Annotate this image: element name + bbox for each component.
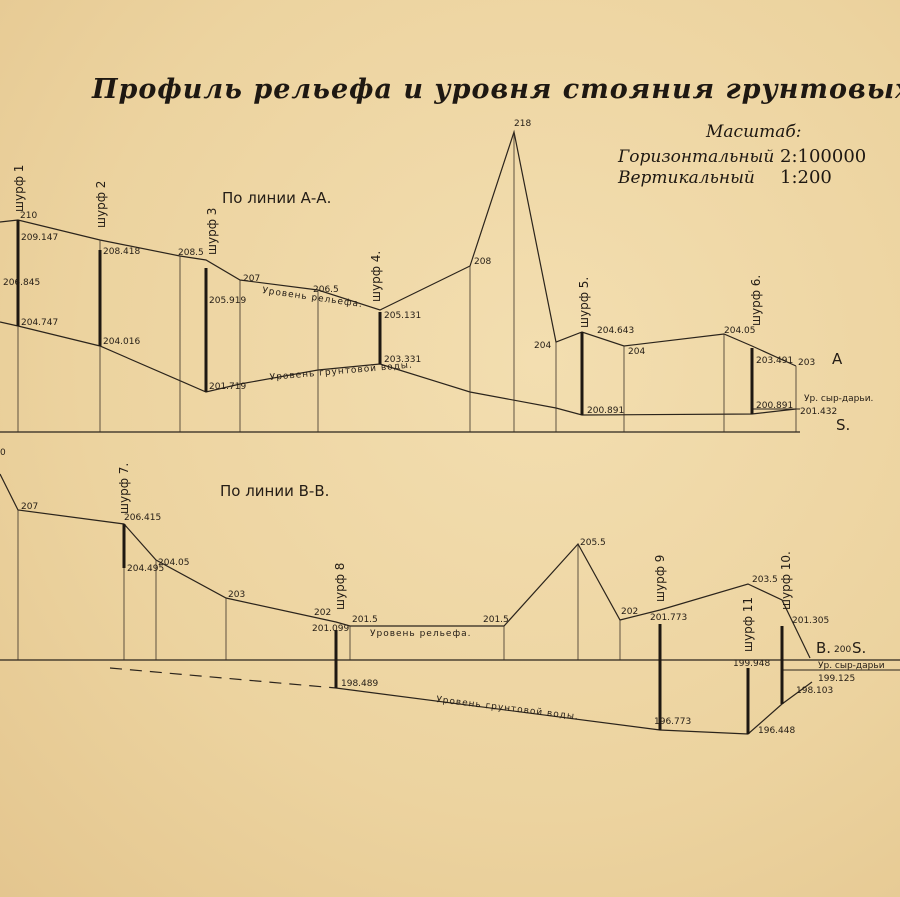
aa-pit-bars: [16, 220, 754, 415]
aa-point-7: 204: [534, 341, 551, 351]
bb-point-8: 202: [621, 607, 638, 617]
aa-pit-3-water: 201.719: [209, 382, 246, 392]
scale-vertical-value: 1:200: [780, 167, 832, 188]
bb-pit-10-water: 199.125: [818, 674, 855, 684]
drawing-title: Профиль рельефа и уровня стояния грунтов…: [91, 74, 900, 105]
aa-point-6: 218: [514, 119, 531, 129]
bb-pit-11-name: шурф 11: [741, 597, 755, 652]
aa-pit-3-surface: 205.919: [209, 296, 246, 306]
bb-pit-10-name: шурф 10.: [779, 551, 793, 610]
aa-groundwater-label: Уровень грунтовой воды.: [269, 361, 413, 383]
scale-vertical-label: Вертикальный: [617, 168, 755, 188]
aa-point-1: 210: [20, 211, 37, 221]
aa-pit-1-name: шурф 1: [12, 165, 26, 212]
aa-pit-2-surface: 208.418: [103, 247, 140, 257]
bb-ordinates: [17, 510, 621, 660]
bb-pit-8-name: шурф 8: [333, 563, 347, 610]
bb-point-1: 207: [21, 502, 38, 512]
bb-pit-7-water: 204.495: [127, 564, 164, 574]
bb-pit-10-surface: 201.305: [792, 616, 829, 626]
aa-point-5: 208: [474, 257, 491, 267]
aa-pit-5-surface: 204.643: [597, 326, 634, 336]
bb-pit-bars: [122, 524, 784, 734]
aa-pit-6-name: шурф 6.: [749, 275, 763, 326]
aa-pit-6-water: 200.891: [756, 401, 793, 411]
bb-relief-line: [0, 473, 811, 659]
bb-pit-11-water: 196.448: [758, 726, 795, 736]
scale-heading: Масштаб:: [705, 122, 802, 142]
bb-start-value: 0: [0, 448, 6, 458]
aa-pit-2-name: шурф 2: [94, 181, 108, 228]
aa-river-label: Ур. сыр-дарьи.: [804, 394, 873, 404]
bb-end-suffix: S.: [852, 639, 866, 657]
aa-point-9: 204.05: [724, 326, 756, 336]
aa-pit-3-name: шурф 3: [205, 208, 219, 255]
aa-pit-2-water: 204.016: [103, 337, 140, 347]
aa-pit-5-name: шурф 5.: [577, 277, 591, 328]
bb-pit-7-name: шурф 7.: [117, 463, 131, 514]
scale-horizontal-label: Горизонтальный: [617, 147, 774, 167]
bb-point-9: 203.5: [752, 575, 778, 585]
aa-point-2: 208.5: [178, 248, 204, 258]
aa-pit-4-water: 203.331: [384, 355, 421, 365]
aa-pit-1-surface: 209.147: [21, 233, 58, 243]
aa-pit-4-surface: 205.131: [384, 311, 421, 321]
bb-pit-8-water: 198.489: [341, 679, 378, 689]
bb-datum: 200: [834, 645, 851, 655]
bb-pit-11-surface: 199.948: [733, 659, 770, 669]
aa-point-4: 206.5: [313, 285, 339, 295]
aa-pit-1-water: 204.747: [21, 318, 58, 328]
bb-river-label: Ур. сыр-дарьи: [818, 661, 885, 671]
aa-end-top: A: [832, 350, 843, 368]
bb-end-label: B.: [816, 639, 831, 657]
bb-point-2: 204.05: [158, 558, 190, 568]
aa-relief-line: [0, 129, 797, 367]
profile-bb-label: По линии В-В.: [220, 482, 329, 500]
aa-groundwater-line: [0, 321, 797, 416]
bb-relief-label: Уровень рельефа.: [370, 629, 472, 639]
aa-pit-5-water: 200.891: [587, 406, 624, 416]
bb-groundwater-label: Уровень грунтовой воды.: [436, 695, 580, 722]
bb-pit-9-surface: 201.773: [650, 613, 687, 623]
bb-pit-10-water2: 198.103: [796, 686, 833, 696]
aa-point-8: 204: [628, 347, 645, 357]
aa-pit-6-surface: 203.491: [756, 356, 793, 366]
bb-point-5: 201.5: [352, 615, 378, 625]
bb-pit-9-water: 196.773: [654, 717, 691, 727]
bb-pit-9-name: шурф 9: [653, 555, 667, 602]
profile-bb: По линии В-В. 0 шу: [0, 448, 900, 736]
bb-groundwater-dashed: [109, 667, 337, 689]
profile-aa-label: По линии А-А.: [222, 189, 331, 207]
aa-river-value: 201.432: [800, 407, 837, 417]
scale-horizontal-value: 2:100000: [780, 146, 866, 167]
aa-end-bottom: S.: [836, 416, 850, 434]
bb-pit-7-surface: 206.415: [124, 513, 161, 523]
aa-pit-1-mid: 206.845: [3, 278, 40, 288]
aa-point-3: 207: [243, 274, 260, 284]
aa-pit-4-name: шурф 4.: [369, 251, 383, 302]
bb-point-6: 201.5: [483, 615, 509, 625]
bb-pit-8-surface: 201.099: [312, 624, 349, 634]
bb-point-7: 205.5: [580, 538, 606, 548]
bb-groundwater-line: [335, 681, 813, 735]
aa-point-10: 203: [798, 358, 815, 368]
bb-point-4: 202: [314, 608, 331, 618]
bb-point-3: 203: [228, 590, 245, 600]
